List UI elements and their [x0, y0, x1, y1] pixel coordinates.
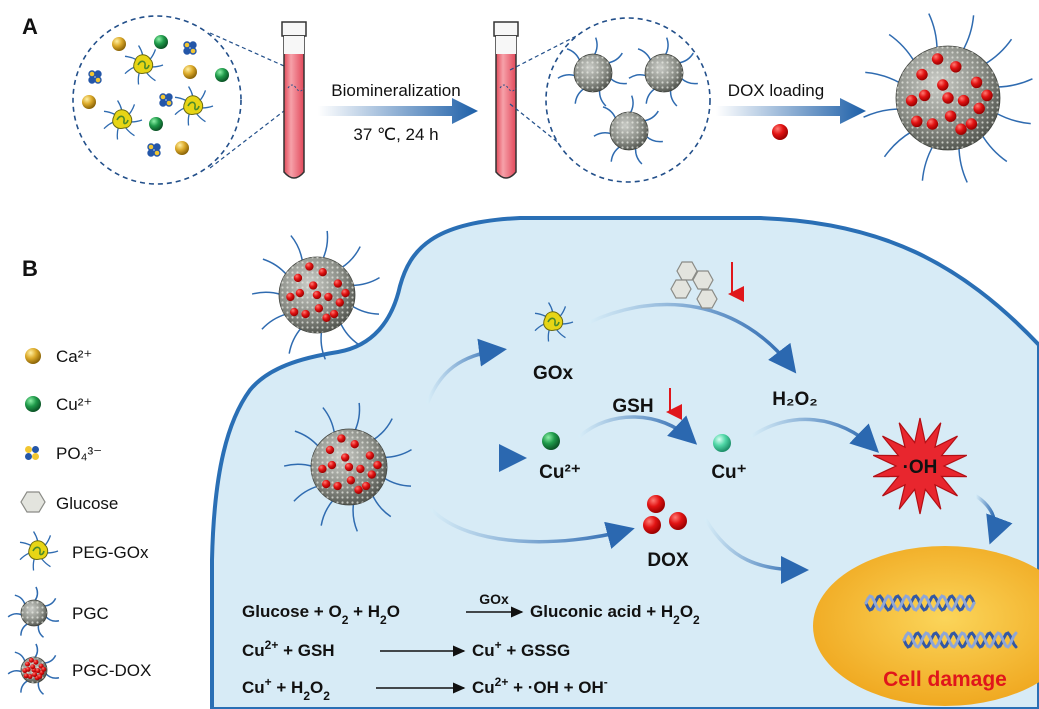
cell	[210, 216, 1039, 709]
equation-2-right: Cu+ + GSSG	[472, 638, 570, 660]
glucose-icon	[20, 491, 46, 513]
glucose-cluster-icon	[670, 261, 718, 309]
pgc-dox-intracellular	[283, 402, 412, 532]
equation-1-catalyst: GOx	[479, 591, 509, 607]
legend: Ca²⁺ Cu²⁺ PO₄³⁻ Glucose PEG-GOx PGC PGC-…	[7, 347, 151, 695]
legend-label-3: Glucose	[56, 494, 118, 513]
legend-label-6: PGC-DOX	[72, 661, 151, 680]
pgc-dox-particle-large	[863, 13, 1033, 183]
cu1-ion-icon	[713, 434, 731, 452]
legend-label-5: PGC	[72, 604, 109, 623]
gox-enzyme-icon	[534, 302, 574, 342]
dox-molecule-icon	[772, 124, 788, 140]
pgc-dox-particle-icon	[7, 643, 60, 695]
cu1-label: Cu⁺	[711, 462, 746, 483]
arrow-dox-to-nucleus	[704, 518, 809, 584]
calcium-ion-icon	[25, 348, 41, 364]
test-tube-2	[493, 21, 519, 179]
precursor-mixture	[72, 15, 242, 185]
dox-loading-arrow: DOX loading	[716, 81, 866, 140]
arrow-cu2-to-cu1	[578, 415, 698, 445]
hydroxyl-radical-star: ·OH	[872, 417, 968, 515]
pgc-particle-icon	[7, 586, 60, 638]
phosphate-icon	[25, 446, 39, 460]
cell-damage-label: Cell damage	[883, 668, 1007, 691]
equation-3-right: Cu2+ + ·OH + OH-	[472, 675, 608, 697]
biomineralization-arrow: Biomineralization 37 ℃, 24 h	[318, 81, 478, 144]
h2o2-label: H₂O₂	[772, 389, 817, 410]
legend-label-1: Cu²⁺	[56, 395, 92, 414]
panel-b-letter: B	[22, 256, 38, 281]
equation-2-left: Cu2+ + GSH	[242, 638, 335, 660]
dox-label: DOX	[647, 550, 689, 571]
arrow-gox-to-h2o2	[588, 302, 797, 374]
legend-label-0: Ca²⁺	[56, 347, 92, 366]
gox-label: GOx	[533, 363, 574, 384]
arrow-oh-to-nucleus	[974, 494, 1013, 545]
legend-label-2: PO₄³⁻	[56, 444, 102, 463]
test-tube-1	[281, 21, 307, 179]
copper-ion-icon	[25, 396, 41, 412]
gsh-label: GSH	[612, 396, 653, 417]
arrow-cu1-to-oh	[750, 417, 880, 453]
dox-molecules	[643, 495, 687, 534]
cu2-ion-icon	[542, 432, 560, 450]
biomineralization-label: Biomineralization	[331, 81, 460, 100]
arrow-to-gox	[426, 338, 507, 404]
pgc-nanoparticles-inset	[545, 17, 711, 183]
legend-label-4: PEG-GOx	[72, 543, 149, 562]
panel-a-letter: A	[22, 14, 38, 39]
reaction-condition-label: 37 ℃, 24 h	[353, 125, 438, 144]
oh-label: ·OH	[903, 457, 938, 478]
dna-strands	[864, 594, 1018, 649]
peg-gox-icon	[19, 531, 59, 571]
pgc-dox-extracellular	[251, 230, 380, 360]
nucleus	[813, 546, 1039, 706]
dox-loading-label: DOX loading	[728, 81, 824, 100]
arrow-to-dox	[430, 508, 635, 549]
cu2-label: Cu²⁺	[539, 462, 581, 483]
